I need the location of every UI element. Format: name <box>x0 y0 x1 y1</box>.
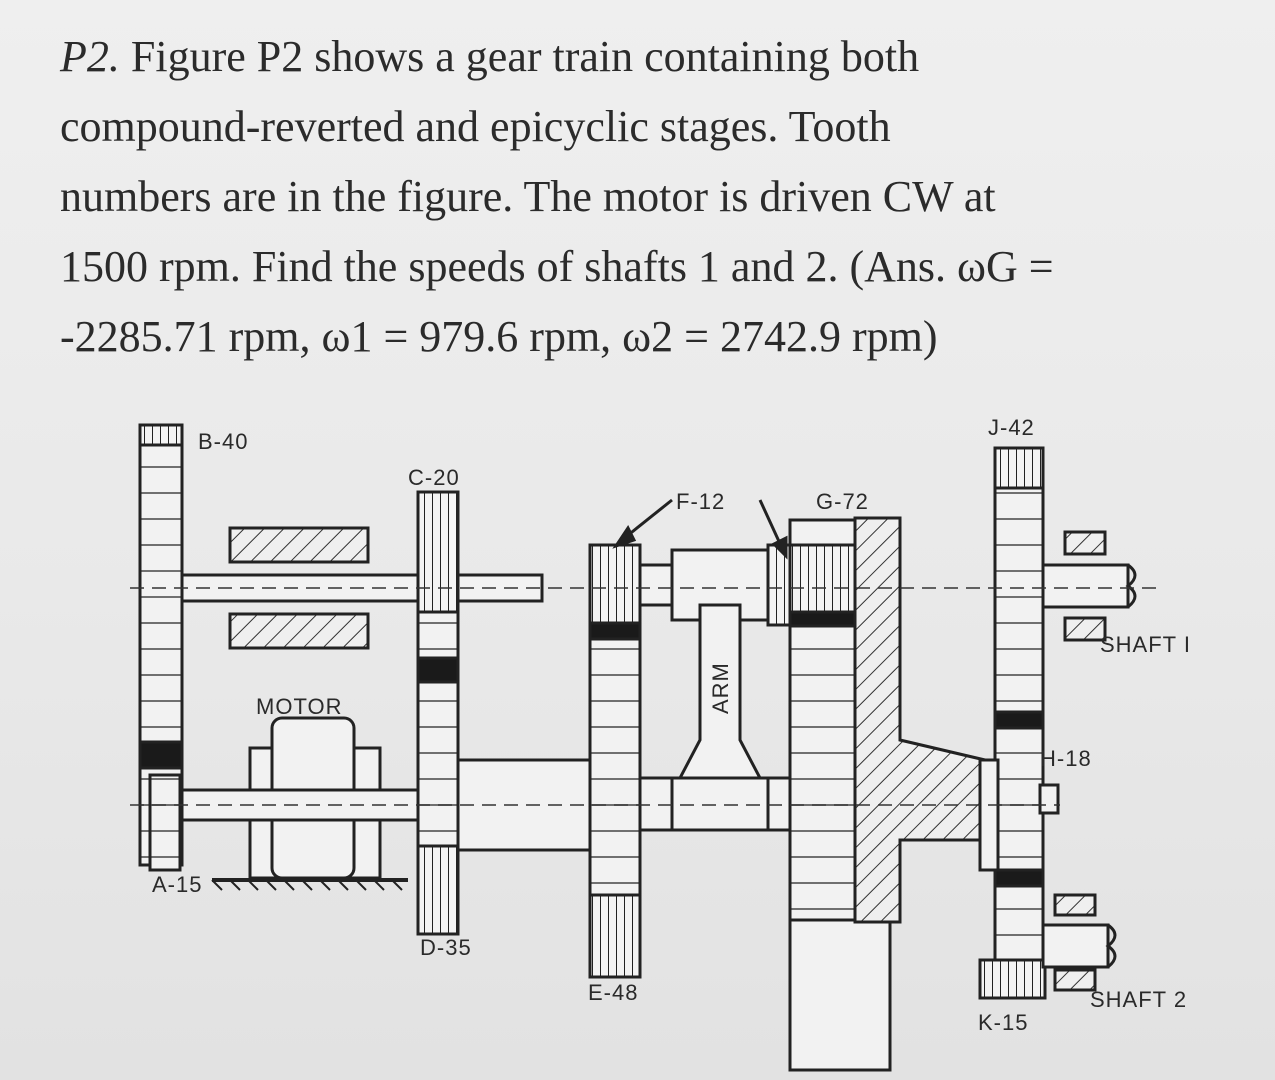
label-b: B-40 <box>198 429 248 454</box>
label-shaft-1: SHAFT I <box>1100 632 1191 657</box>
gear-train-figure: B-40 C-20 F-12 G-72 J-42 SHAFT I MOTOR A… <box>0 380 1275 1080</box>
problem-line-3: numbers are in the figure. The motor is … <box>60 172 996 221</box>
label-g: G-72 <box>816 489 869 514</box>
bushing-upper-bottom <box>228 612 370 650</box>
bushing-upper-top <box>228 526 370 564</box>
label-shaft-2: SHAFT 2 <box>1090 987 1187 1012</box>
problem-line-4: 1500 rpm. Find the speeds of shafts 1 an… <box>60 242 1054 291</box>
label-k: K-15 <box>978 1010 1028 1035</box>
problem-line-1-text: Figure P2 shows a gear train containing … <box>130 32 920 81</box>
label-e: E-48 <box>588 980 638 1005</box>
motor <box>180 716 420 891</box>
center-lines <box>130 587 1160 806</box>
label-f: F-12 <box>676 489 725 514</box>
gear-j-k <box>978 446 1047 1000</box>
problem-statement: P2. Figure P2 shows a gear train contain… <box>60 22 1250 372</box>
gear-train-diagram: B-40 C-20 F-12 G-72 J-42 SHAFT I MOTOR A… <box>130 415 1191 1072</box>
problem-line-1: P2. Figure P2 shows a gear train contain… <box>60 22 1250 92</box>
problem-line-2: compound-reverted and epicyclic stages. … <box>60 102 891 151</box>
label-arm: ARM <box>708 662 733 714</box>
label-arrows <box>612 498 788 560</box>
gear-c-d <box>416 490 460 936</box>
gear-e <box>588 543 642 979</box>
gear-h <box>1038 783 1060 815</box>
label-a: A-15 <box>152 872 202 897</box>
label-h: H-18 <box>1040 746 1092 771</box>
label-motor: MOTOR <box>256 694 342 719</box>
shaft-1 <box>1041 530 1137 642</box>
problem-number: P2. <box>60 32 120 81</box>
label-d: D-35 <box>420 935 472 960</box>
label-c: C-20 <box>408 465 460 490</box>
shaft-2 <box>1041 893 1117 992</box>
arm <box>638 548 770 832</box>
problem-line-5: -2285.71 rpm, ω1 = 979.6 rpm, ω2 = 2742.… <box>60 312 938 361</box>
gear-g <box>788 516 987 1072</box>
gear-a <box>148 773 182 872</box>
label-j: J-42 <box>988 415 1035 440</box>
